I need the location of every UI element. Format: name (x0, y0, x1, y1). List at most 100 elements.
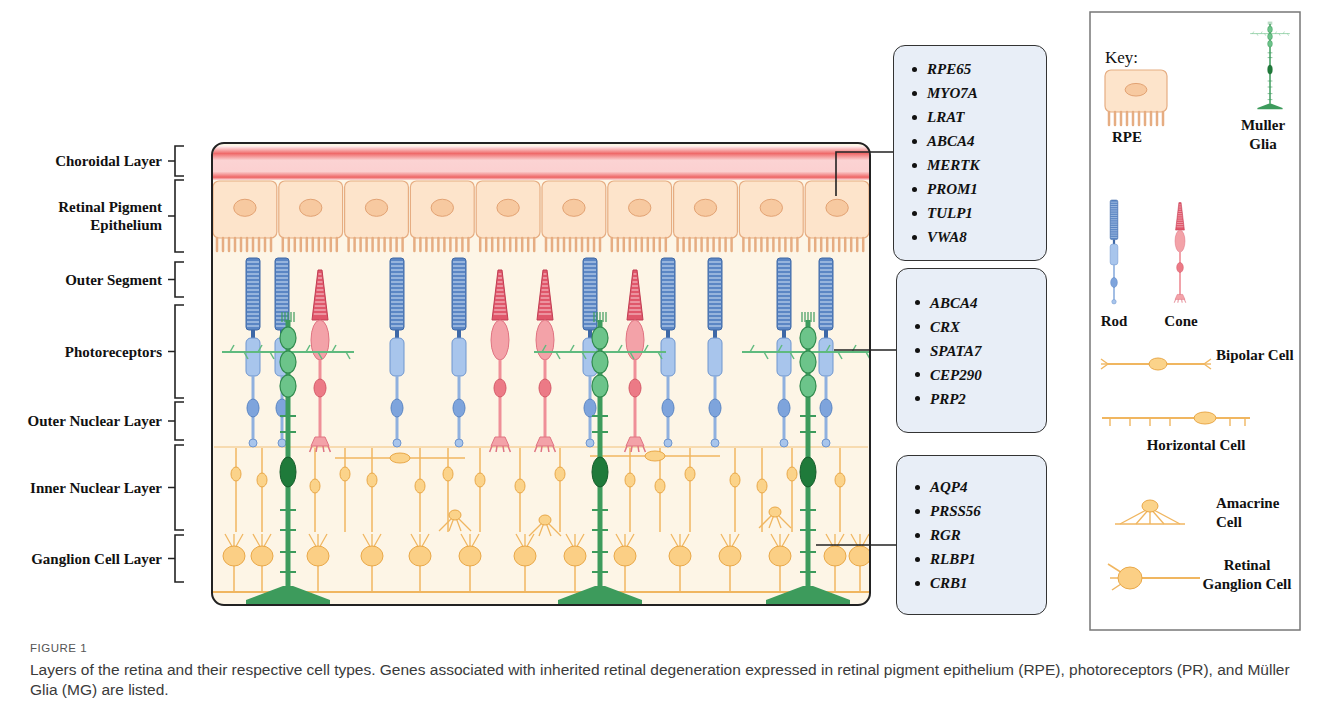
cone-foot (495, 446, 497, 452)
rod-disc (1111, 206, 1118, 207)
muller-segment (592, 351, 608, 373)
rpe-microvillus (431, 238, 434, 251)
muller-twig (630, 352, 634, 359)
rpe-microvillus (347, 238, 350, 251)
muller-twig (346, 352, 350, 359)
cone-outer-segment (312, 270, 328, 320)
rod-disc (1111, 230, 1118, 231)
bipolar-cell (835, 473, 845, 487)
rod-disc (778, 302, 790, 303)
bipolar-cell (555, 467, 565, 481)
rpe-microvillus (551, 238, 554, 251)
rod-disc (584, 298, 596, 299)
rod-inner-segment (777, 338, 791, 376)
rpe-microvillus (862, 238, 865, 251)
rpe-microvillus (419, 238, 422, 251)
cone-disc (1179, 204, 1181, 205)
rod-disc (778, 326, 790, 327)
rpe-microvillus (300, 238, 303, 251)
rod-disc (778, 298, 790, 299)
cone-pedicle (491, 437, 509, 446)
retina-panel-ground (212, 143, 870, 605)
rod-disc (391, 278, 403, 279)
bullet-dot (915, 324, 920, 329)
rod-disc (820, 310, 832, 311)
rod-disc (584, 306, 596, 307)
rod-disc (709, 270, 721, 271)
rod-disc (584, 274, 596, 275)
cone-foot (553, 446, 555, 452)
layer-label: Outer Nuclear Layer (4, 412, 162, 430)
bipolar-icon-body (1149, 358, 1167, 370)
cone-nucleus (314, 379, 326, 397)
rpe-microvillus (234, 238, 237, 251)
rod-outer-segment (777, 258, 791, 330)
rpe-microvillus (838, 238, 841, 251)
rpe-microvillus (623, 238, 626, 251)
rpe-microvillus (617, 238, 620, 251)
cone-disc (1177, 224, 1183, 225)
bipolar-icon-fork (1101, 359, 1108, 364)
muller-microvillus (605, 312, 606, 322)
gene-item: MYO7A (906, 81, 1034, 105)
rod-inner-segment (452, 338, 466, 376)
rod-disc (820, 270, 832, 271)
rod-disc (391, 306, 403, 307)
rod-outer-segment (246, 258, 260, 330)
rod-disc (820, 306, 832, 307)
rod-disc (247, 310, 259, 311)
rod-disc (820, 278, 832, 279)
rpe-microvillus (676, 238, 679, 251)
cone-disc (543, 278, 547, 279)
muller-segment (1268, 33, 1273, 40)
layer-bracket (168, 445, 184, 530)
muller-twig (1261, 32, 1262, 34)
cone-disc (541, 294, 549, 295)
rpe-cell (345, 181, 409, 251)
rod-disc (778, 306, 790, 307)
bullet-dot (915, 300, 920, 305)
bipolar-icon-fork (1204, 364, 1211, 369)
muller-tick (1268, 93, 1273, 94)
rod-disc (778, 286, 790, 287)
muller-twig (582, 352, 586, 359)
muller-tick (592, 571, 608, 573)
rod-disc (247, 278, 259, 279)
rod-cilium (251, 330, 255, 338)
rpe-microvillus (772, 238, 775, 251)
rpe-microvillus (754, 238, 757, 251)
horizontal-cell (390, 453, 410, 463)
rod-disc (584, 282, 596, 283)
rpe-microvillus (395, 238, 398, 251)
rpe-microvillus (1108, 112, 1111, 125)
rod-disc (778, 314, 790, 315)
cone-disc (1179, 207, 1181, 208)
rod-nucleus (247, 399, 259, 417)
amacrine-icon-base (1115, 523, 1185, 524)
rod-disc (391, 318, 403, 319)
rod-disc (247, 306, 259, 307)
ganglion-cell (409, 546, 431, 566)
ganglion-cell (824, 546, 846, 566)
rpe-microvillus (533, 238, 536, 251)
rod-disc (1111, 208, 1118, 209)
rod-disc (247, 274, 259, 275)
horizontal-icon-tick (1129, 418, 1130, 426)
muller-tick (1268, 87, 1273, 88)
rpe-microvillus (371, 238, 374, 251)
rod-disc (820, 302, 832, 303)
muller-twig (778, 345, 782, 352)
rpe-microvillus (700, 238, 703, 251)
rpe-microvillus (353, 238, 356, 251)
retina-panel-border (212, 143, 870, 605)
rod-disc (391, 266, 403, 267)
muller-microvillus (804, 312, 805, 322)
ganglion-cell (459, 546, 481, 566)
rod-disc (584, 302, 596, 303)
cone-disc (317, 286, 323, 287)
rod-disc (276, 290, 288, 291)
gene-item: ABCA4 (906, 129, 1034, 153)
rpe-microvillus (748, 238, 751, 251)
muller-microvillus (1271, 22, 1272, 25)
rod-disc (709, 278, 721, 279)
